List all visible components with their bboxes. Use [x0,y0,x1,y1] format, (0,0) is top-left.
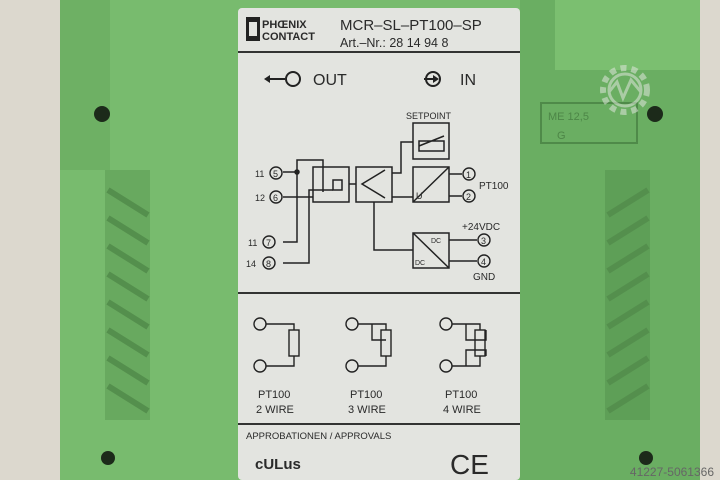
terminal-7: 11 7 [248,235,276,249]
molded-text: G [557,130,566,142]
svg-text:8: 8 [266,259,271,269]
wiring-4wire: PT100 4 WIRE [443,389,481,416]
ul-mark: cULus [255,456,301,473]
svg-text:PT100: PT100 [445,389,477,401]
ce-mark: CE [450,449,489,480]
model-number: MCR–SL–PT100–SP [340,17,482,34]
svg-text:11: 11 [255,169,264,179]
svg-text:5: 5 [273,169,278,179]
molded-text: ME 12,5 [548,111,589,123]
svg-text:CONTACT: CONTACT [262,31,315,43]
svg-text:3 WIRE: 3 WIRE [348,404,386,416]
svg-text:PT100: PT100 [350,389,382,401]
svg-text:IN: IN [460,72,476,89]
svg-text:PHŒNIX: PHŒNIX [262,19,307,31]
wiring-diagrams [253,317,487,373]
svg-text:2: 2 [466,192,471,202]
wiring-2wire: PT100 2 WIRE [256,389,294,416]
svg-text:4: 4 [481,257,486,267]
svg-text:7: 7 [266,238,271,248]
block-diagram [283,122,477,269]
wiring-3wire: PT100 3 WIRE [348,389,386,416]
terminal-1: 1 [462,167,476,181]
screw-hole [647,106,663,122]
svg-text:2 WIRE: 2 WIRE [256,404,294,416]
screw-hole [639,451,653,465]
screw-hole [101,451,115,465]
approvals-heading: APPROBATIONEN / APPROVALS [246,431,391,442]
article-number: Art.–Nr.: 28 14 94 8 [340,36,448,50]
svg-text:U: U [416,191,423,201]
in-indicator: IN [424,71,476,89]
gear-watermark-icon [600,65,650,115]
terminal-6: 12 6 [255,190,283,204]
svg-text:DC: DC [415,260,425,267]
svg-text:DC: DC [431,238,441,245]
out-indicator: OUT [264,71,347,89]
svg-text:14: 14 [246,259,256,269]
terminal-8: 14 8 [246,256,276,270]
terminal-2: 2 [462,189,476,203]
supply-label: +24VDC [462,222,500,233]
svg-text:12: 12 [255,193,265,203]
svg-text:6: 6 [273,193,278,203]
gnd-label: GND [473,272,495,283]
setpoint-label: SETPOINT [406,111,452,121]
svg-text:3: 3 [481,236,486,246]
phoenix-contact-logo: PHŒNIX CONTACT [246,17,315,43]
svg-text:4 WIRE: 4 WIRE [443,404,481,416]
svg-text:11: 11 [248,238,257,248]
svg-text:PT100: PT100 [258,389,290,401]
terminal-3: 3 [477,233,491,247]
pt100-label: PT100 [479,181,509,192]
screw-hole [94,106,110,122]
svg-text:1: 1 [466,170,471,180]
label-panel: PHŒNIX CONTACT MCR–SL–PT100–SP Art.–Nr.:… [238,8,520,480]
terminal-5: 11 5 [255,166,283,180]
terminal-4: 4 [477,254,491,268]
watermark-id: 41227-5061366 [630,465,714,479]
svg-text:OUT: OUT [313,72,347,89]
